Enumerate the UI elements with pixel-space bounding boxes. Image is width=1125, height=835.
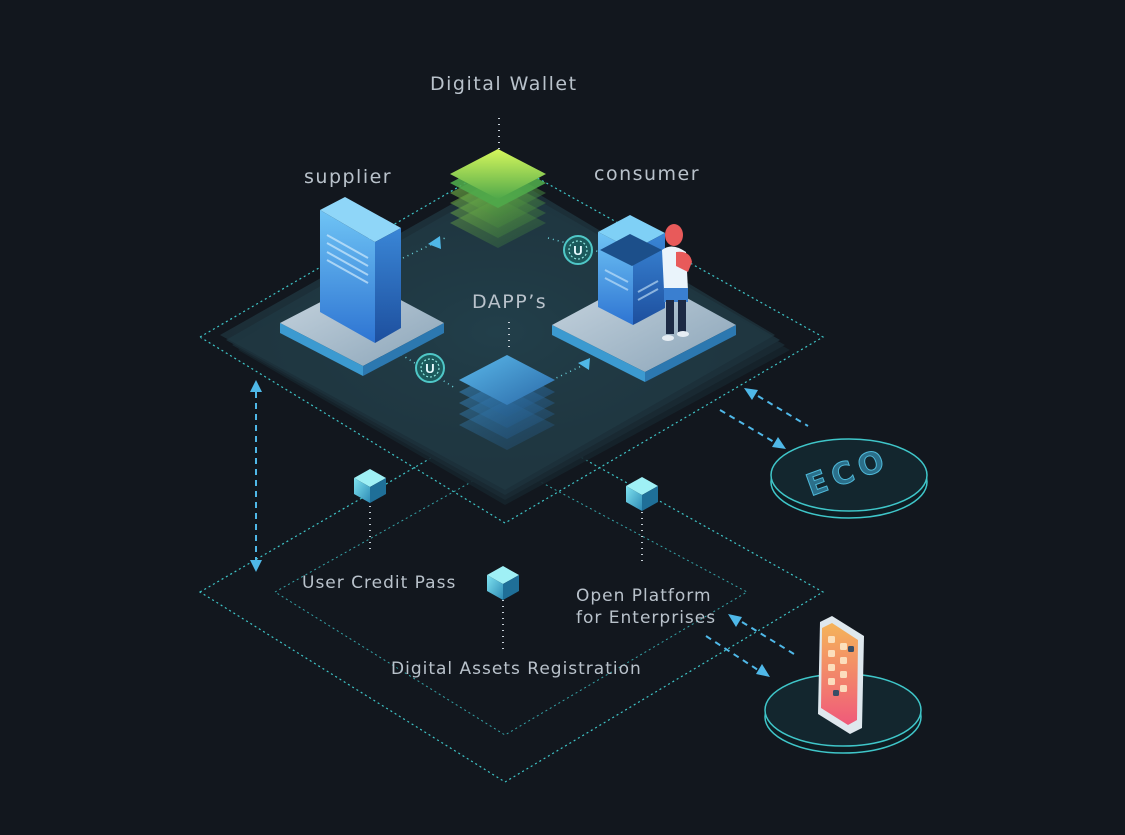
eco-disc-icon: ECO [770,438,928,519]
open-platform-label: Open Platform for Enterprises [576,585,716,629]
arrow-head-1 [428,236,441,249]
arrow-head-2 [578,358,590,370]
token-icon: U [563,235,593,265]
cube-icon [354,469,386,503]
open-platform-line1: Open Platform [576,586,712,606]
dapps-label: DAPP’s [472,291,548,313]
consumer-terminal-icon [552,215,736,382]
phone-link-arrows [705,621,795,671]
svg-text:U: U [573,243,582,258]
svg-text:U: U [425,361,434,376]
digital-assets-registration-label: Digital Assets Registration [391,659,642,679]
top-platform [198,159,825,524]
open-platform-line2: for Enterprises [576,608,717,629]
phone-icon [818,616,864,734]
arrow-head-eco-out [772,437,786,449]
supplier-label: supplier [304,166,393,188]
person-icon [662,224,692,341]
bottom-frame [198,414,825,783]
cube-icon [487,566,519,600]
arrow-head-eco-in [744,388,758,400]
digital-wallet-label: Digital Wallet [430,73,578,95]
dapp-stack-icon [459,355,555,450]
supplier-server-icon [280,197,444,376]
arrow-head-phone-out [756,664,770,677]
wallet-stack-icon [450,149,546,248]
guide-lines [369,118,643,652]
eco-link-arrows [719,395,809,443]
vertical-link-arrow [250,380,262,572]
consumer-label: consumer [594,163,701,185]
user-credit-pass-label: User Credit Pass [302,573,457,593]
cube-icon [626,477,658,511]
token-icon: U [415,353,445,383]
arrow-head-phone-in [728,614,742,627]
